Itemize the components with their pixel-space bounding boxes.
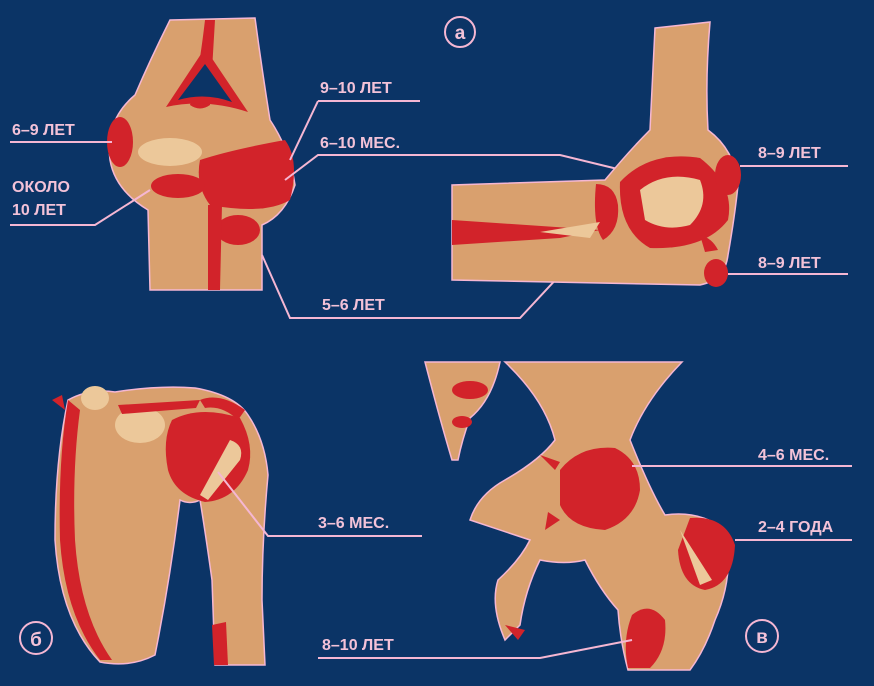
panel-c-letter: в	[756, 627, 768, 648]
label-elbow-front-left-lower-2: 10 ЛЕТ	[12, 202, 66, 219]
panel-c-badge: в	[746, 620, 778, 652]
label-elbow-side-lower: 8–9 ЛЕТ	[758, 255, 821, 272]
label-hip-trochanter-minor: 8–10 ЛЕТ	[322, 637, 394, 654]
label-elbow-front-left-upper: 6–9 ЛЕТ	[12, 122, 75, 139]
label-hip-trochanter-major: 2–4 ГОДА	[758, 519, 834, 536]
ossification-radial-head	[216, 215, 260, 245]
panel-a-letter: а	[455, 23, 466, 44]
shoulder-diagram	[52, 386, 268, 665]
label-hip-head: 4–6 МЕС.	[758, 447, 829, 464]
label-elbow-side-upper: 8–9 ЛЕТ	[758, 145, 821, 162]
label-elbow-front-right-upper: 9–10 ЛЕТ	[320, 80, 392, 97]
ossification-trochlea	[151, 174, 205, 198]
label-elbow-front-right-mid: 6–10 МЕС.	[320, 135, 400, 152]
label-elbow-bottom: 5–6 ЛЕТ	[322, 297, 385, 314]
label-shoulder: 3–6 МЕС.	[318, 515, 389, 532]
panel-a-badge: а	[445, 17, 475, 47]
hip-diagram	[425, 362, 735, 670]
elbow-front-view	[107, 18, 295, 290]
label-elbow-front-left-lower-1: ОКОЛО	[12, 179, 70, 196]
panel-b-letter: б	[30, 630, 42, 651]
panel-b-badge: б	[20, 622, 52, 654]
